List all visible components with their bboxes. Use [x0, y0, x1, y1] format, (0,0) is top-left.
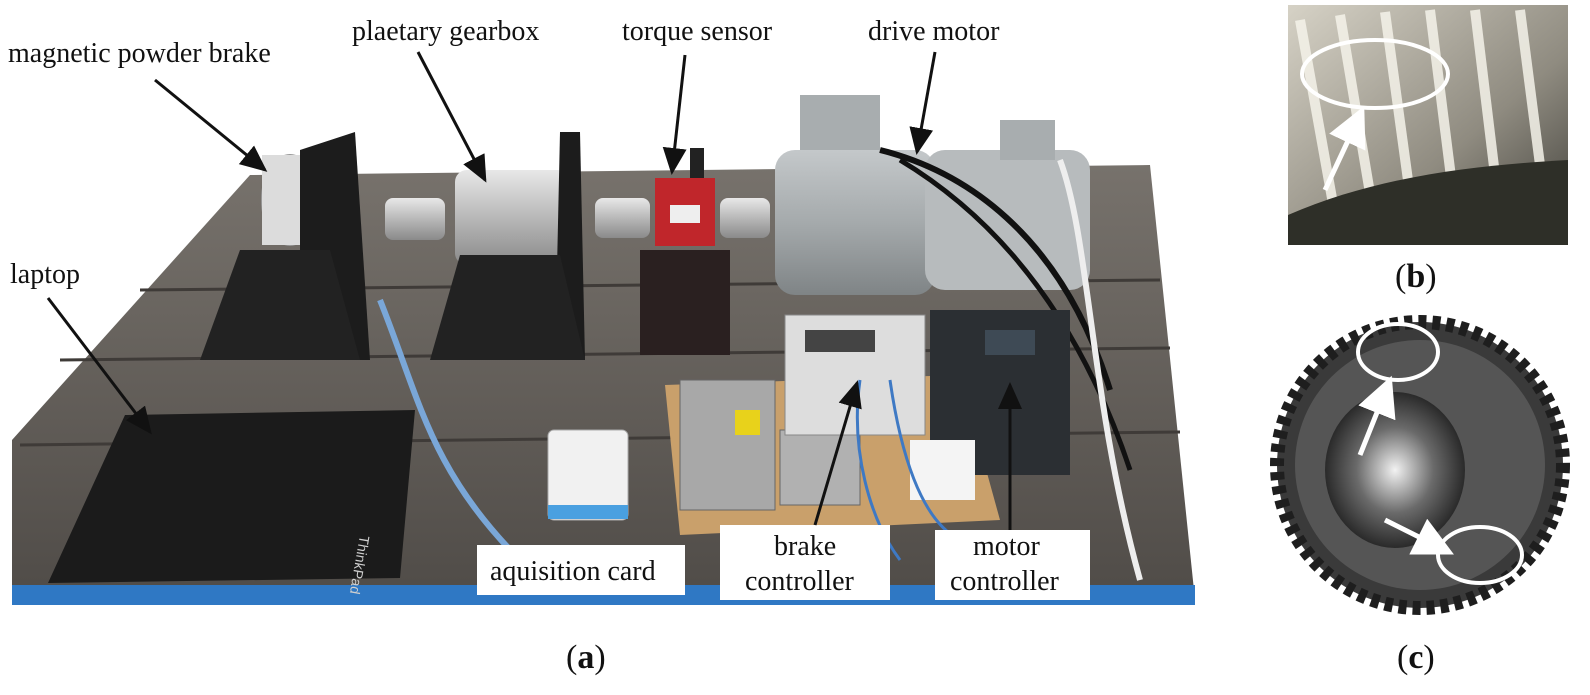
panel-a-photo: ThinkPad [12, 95, 1195, 605]
label-planetary-gearbox: plaetary gearbox [352, 16, 539, 47]
label-box-acquisition-card: aquisition card [477, 545, 685, 595]
acquisition-card-device [547, 429, 629, 521]
torque-sensor-device [640, 148, 730, 355]
svg-text:controller: controller [950, 566, 1060, 597]
panel-c-photo [1270, 315, 1570, 615]
caption-c: (c) [1397, 639, 1435, 676]
defect-circle-b [1300, 38, 1450, 110]
label-box-motor-controller: motor controller [935, 530, 1090, 600]
coupling-1 [385, 198, 445, 240]
arrow-planetary-gearbox [416, 51, 487, 183]
magnetic-powder-brake-device [200, 132, 370, 360]
label-laptop: laptop [10, 259, 80, 290]
terminal-block [910, 440, 975, 500]
defect-circle-c-bottom [1436, 525, 1524, 585]
caption-a: (a) [566, 639, 606, 676]
power-supply-1 [679, 379, 776, 511]
caption-b: (b) [1395, 258, 1437, 295]
coupling-2 [595, 198, 650, 238]
defect-arrow-c-top [1357, 375, 1396, 456]
arrow-magnetic-powder-brake [154, 78, 268, 172]
defect-arrow-c-bottom [1383, 517, 1454, 555]
label-magnetic-powder-brake: magnetic powder brake [8, 38, 271, 69]
drive-motor-device [775, 95, 1143, 581]
svg-text:brake: brake [774, 531, 836, 562]
power-supply-2 [779, 429, 861, 506]
arrow-laptop [46, 297, 152, 435]
svg-text:aquisition card: aquisition card [490, 556, 656, 587]
brake-controller-device [784, 314, 926, 436]
label-torque-sensor: torque sensor [622, 16, 773, 47]
arrow-torque-sensor [662, 54, 687, 175]
arrow-drive-motor [909, 51, 937, 155]
planetary-gearbox-device [430, 132, 585, 360]
defect-arrow-b [1322, 105, 1366, 192]
svg-text:motor: motor [973, 531, 1041, 562]
label-box-brake-controller: brake controller [720, 525, 890, 600]
label-drive-motor: drive motor [868, 16, 1000, 47]
defect-circle-c-top [1356, 322, 1440, 382]
svg-text:controller: controller [745, 566, 855, 597]
arrow-brake-controller [813, 380, 862, 526]
panel-b-photo [1288, 5, 1568, 245]
coupling-3 [720, 198, 770, 238]
gear-bore [1325, 392, 1465, 548]
